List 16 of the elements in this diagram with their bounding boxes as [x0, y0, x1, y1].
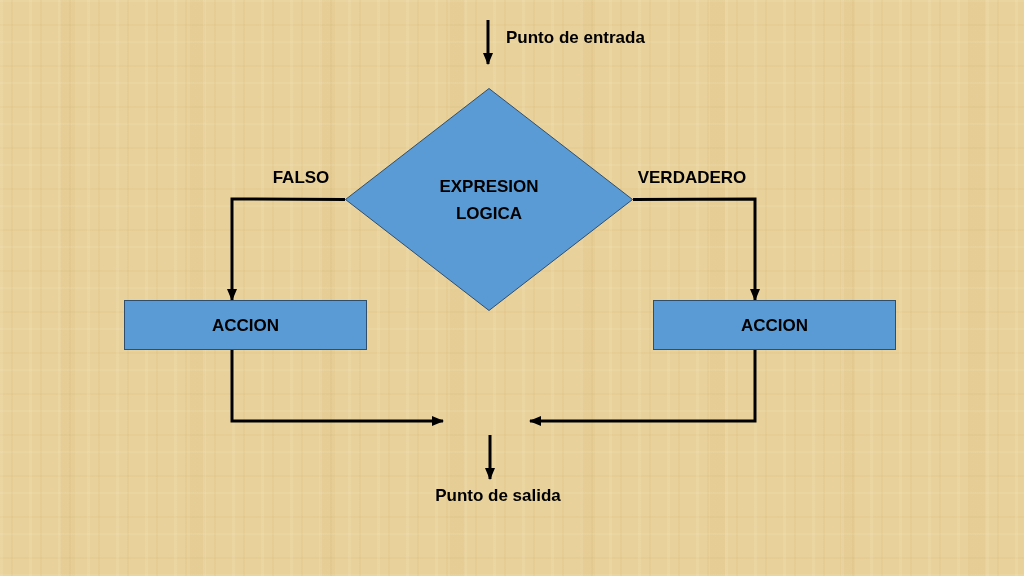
connector-arrow — [529, 350, 757, 426]
node-label: ACCION — [211, 314, 280, 337]
decision-diamond — [345, 88, 633, 311]
connector-arrow — [633, 197, 760, 301]
connector-arrow — [227, 197, 345, 301]
edge-label: VERDADERO — [637, 167, 747, 189]
process-box — [124, 300, 367, 350]
process-box — [653, 300, 896, 350]
connector-arrow — [485, 435, 495, 480]
connector-arrow — [483, 20, 493, 65]
node-label: EXPRESION LOGICA — [438, 175, 540, 225]
edge-label: FALSO — [272, 167, 330, 189]
endpoint-label: Punto de salida — [418, 485, 578, 507]
node-label: ACCION — [740, 314, 809, 337]
connector-arrow — [230, 350, 444, 426]
text-label: Punto de entrada — [506, 27, 645, 49]
